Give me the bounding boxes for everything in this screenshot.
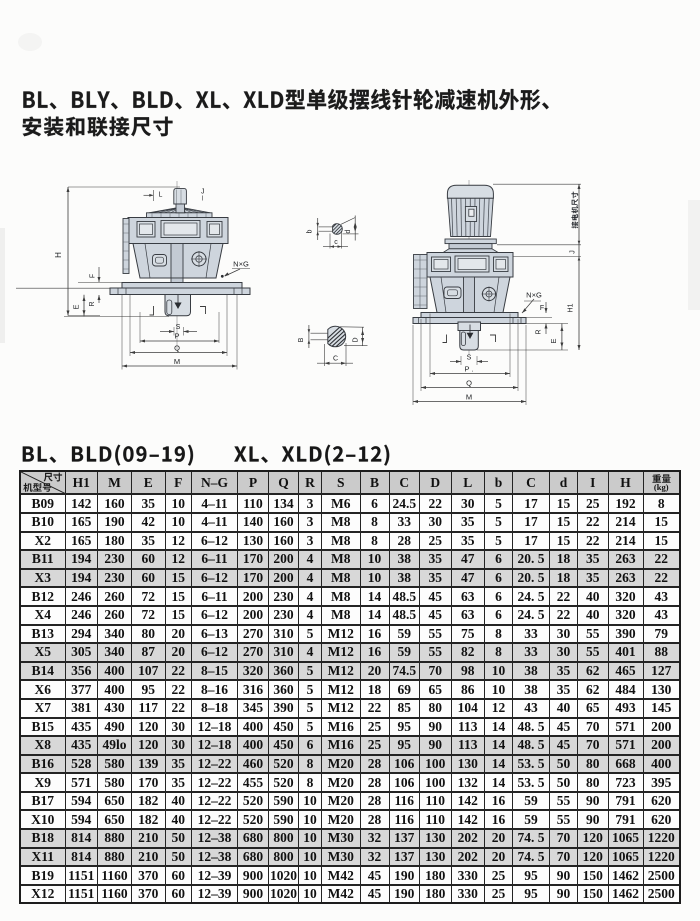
svg-text:R: R — [536, 329, 543, 334]
svg-text:N×G: N×G — [233, 260, 249, 269]
svg-text:F: F — [540, 305, 544, 312]
svg-text:J: J — [570, 250, 577, 254]
svg-text:F: F — [90, 274, 97, 278]
svg-text:D: D — [353, 337, 360, 342]
svg-text:M: M — [466, 393, 472, 402]
svg-text:E: E — [549, 338, 558, 343]
svg-text:L: L — [159, 192, 163, 199]
svg-text:H: H — [54, 252, 63, 258]
svg-text:Q: Q — [174, 344, 180, 353]
svg-text:S: S — [176, 324, 181, 331]
svg-text:S: S — [467, 355, 472, 362]
svg-text:M: M — [174, 357, 180, 366]
svg-text:b: b — [307, 229, 314, 233]
svg-text:c: c — [334, 239, 338, 246]
svg-text:B: B — [298, 337, 305, 342]
svg-text:E: E — [72, 304, 81, 309]
svg-text:P .: P . — [464, 365, 473, 374]
svg-text:N×G: N×G — [526, 291, 542, 300]
svg-text:C: C — [333, 356, 338, 363]
svg-text:d: d — [345, 229, 352, 233]
svg-text:P: P — [174, 332, 179, 341]
svg-text:Q: Q — [466, 379, 472, 388]
svg-text:H1: H1 — [568, 303, 575, 312]
svg-text:R: R — [89, 301, 96, 306]
svg-text:J: J — [201, 189, 205, 196]
